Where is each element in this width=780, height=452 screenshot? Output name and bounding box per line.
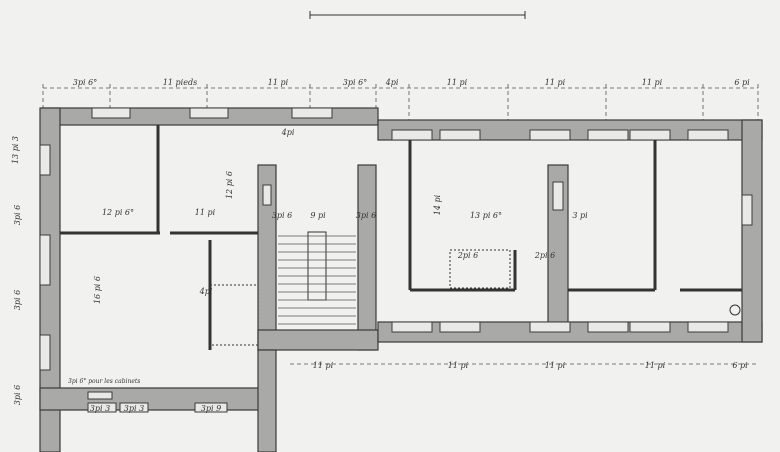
room-dimension-label: 4pi xyxy=(281,128,295,137)
dimension-label: 6 pi xyxy=(732,361,748,370)
room-dimension-label: 2pi 6 xyxy=(457,251,478,260)
dimension-label: 6 pi xyxy=(734,78,750,87)
room-dimension-label: 3pi 6 xyxy=(356,211,376,220)
dimension-label: 11 pi xyxy=(313,361,334,370)
dimension-label: 11 pi xyxy=(642,78,663,87)
dimension-label: 11 pi xyxy=(545,78,566,87)
room-dimension-label: 12 pi 6° xyxy=(102,208,134,217)
corridor-wall xyxy=(39,387,276,411)
dimension-label: 11 pi xyxy=(447,78,468,87)
room-dimension-label: 11 pi xyxy=(195,208,216,217)
vertical-dimension-label: 3pi 6 xyxy=(13,385,22,405)
dimension-label: 11 pi xyxy=(268,78,289,87)
right-outer-wall xyxy=(741,119,763,343)
dimension-label: 4pi xyxy=(385,78,399,87)
vertical-dimension-label: 3pi 6 xyxy=(13,290,22,310)
vertical-dimension-label: 14 pi xyxy=(433,194,442,215)
room-dimension-label: 2pi 6 xyxy=(534,251,555,260)
lower-wall xyxy=(257,349,277,452)
dimension-label: 11 pi xyxy=(545,361,566,370)
top-dimension-labels: 3pi 6° 11 pieds 11 pi 3pi 6° 4pi 11 pi 11 pi 11… xyxy=(73,78,750,87)
dimension-label: 11 pi xyxy=(448,361,469,370)
cabinet-label: 3pi 9 xyxy=(201,404,221,413)
left-wing-walls xyxy=(39,107,379,452)
scale-bar xyxy=(309,11,526,19)
room-dimension-label: 4pi xyxy=(199,287,213,296)
room-dimension-label: 13 pi 6° xyxy=(470,211,502,220)
cabinet-label: 3pi 3 xyxy=(124,404,144,413)
dimension-label: 11 pieds xyxy=(163,78,197,87)
cabinet-label: 3pi 3 xyxy=(90,404,110,413)
dimension-label: 3pi 6° xyxy=(343,78,367,87)
dimension-label: 3pi 6° xyxy=(73,78,97,87)
dimension-label: 11 pi xyxy=(645,361,666,370)
stair-wall-right xyxy=(357,164,377,351)
vertical-dimension-label: 3pi 6 xyxy=(13,205,22,225)
note-cabinets: 3pi 6° pour les cabinets xyxy=(68,378,140,385)
vertical-dimension-label: 16 pi 6 xyxy=(93,276,102,304)
room-dimension-label: 3 pi xyxy=(572,211,588,220)
right-wing-walls xyxy=(377,119,763,343)
staircase xyxy=(278,231,356,325)
vertical-dimension-label: 13 pi 3 xyxy=(11,136,20,164)
vertical-dimension-label: 12 pi 6 xyxy=(225,171,234,199)
room-dimension-label: 3pi 6 xyxy=(272,211,292,220)
stair-bottom-wall xyxy=(257,329,379,351)
room-dimension-label: 9 pi xyxy=(310,211,326,220)
